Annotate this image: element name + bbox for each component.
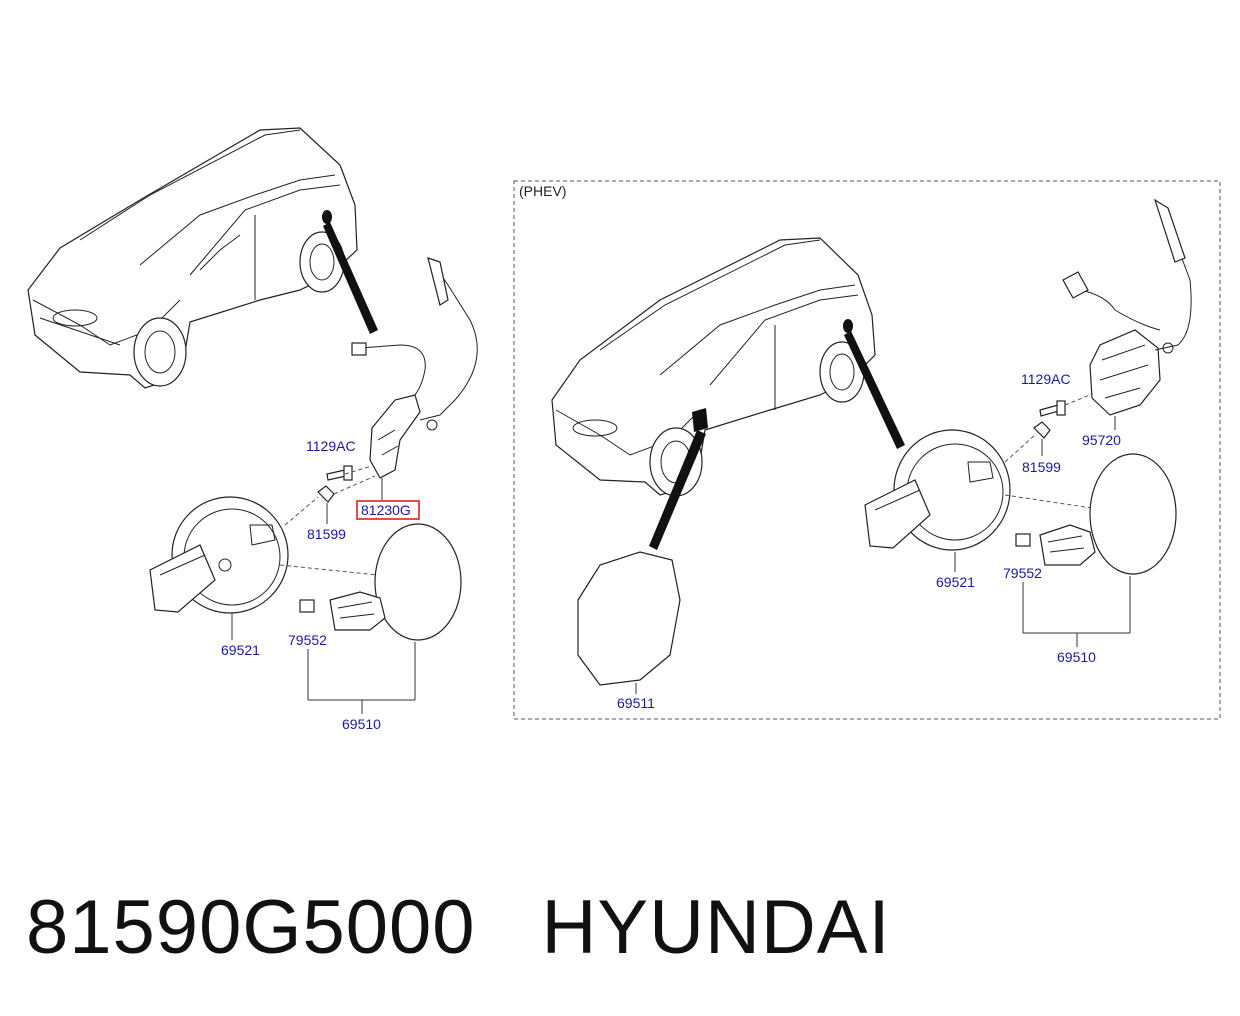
bolt-1129ac-right bbox=[1039, 394, 1091, 417]
label-69510-left: 69510 bbox=[342, 716, 381, 732]
brand-name: HYUNDAI bbox=[541, 885, 891, 970]
label-1129ac-left: 1129AC bbox=[306, 438, 356, 454]
label-69510-right: 69510 bbox=[1057, 649, 1096, 665]
fuel-filler-housing-left bbox=[149, 496, 379, 640]
label-95720: 95720 bbox=[1082, 432, 1121, 448]
fuel-door-actuator-left bbox=[351, 257, 478, 520]
car-illustration-right bbox=[551, 237, 905, 550]
bolt-1129ac-left bbox=[326, 465, 373, 481]
car-illustration-left bbox=[27, 127, 378, 389]
clip-81599-right bbox=[1033, 421, 1051, 456]
label-69521-left: 69521 bbox=[221, 642, 260, 658]
label-81230g: 81230G bbox=[361, 502, 411, 518]
label-79552-left: 79552 bbox=[288, 632, 327, 648]
section-label-phev: (PHEV) bbox=[519, 183, 566, 199]
part-number: 81590G5000 bbox=[26, 885, 476, 970]
label-69521-right: 69521 bbox=[936, 574, 975, 590]
charge-door-actuator-95720 bbox=[1062, 198, 1192, 430]
charge-door-69511 bbox=[577, 551, 681, 694]
clip-81599-left bbox=[317, 475, 376, 524]
fuel-door-right bbox=[1015, 453, 1177, 647]
label-81599-left: 81599 bbox=[307, 526, 346, 542]
label-69511: 69511 bbox=[617, 695, 655, 711]
label-81599-right: 81599 bbox=[1022, 459, 1061, 475]
footer-caption: 81590G5000 HYUNDAI bbox=[26, 884, 891, 984]
label-79552-right: 79552 bbox=[1003, 565, 1042, 581]
fuel-filler-housing-right bbox=[864, 429, 1093, 572]
phev-frame bbox=[513, 180, 1221, 720]
label-1129ac-right: 1129AC bbox=[1021, 371, 1071, 387]
parts-diagram: 1129AC 81230G 81599 69521 79552 69510 (P… bbox=[27, 127, 1221, 732]
fuel-door-left bbox=[299, 523, 462, 714]
